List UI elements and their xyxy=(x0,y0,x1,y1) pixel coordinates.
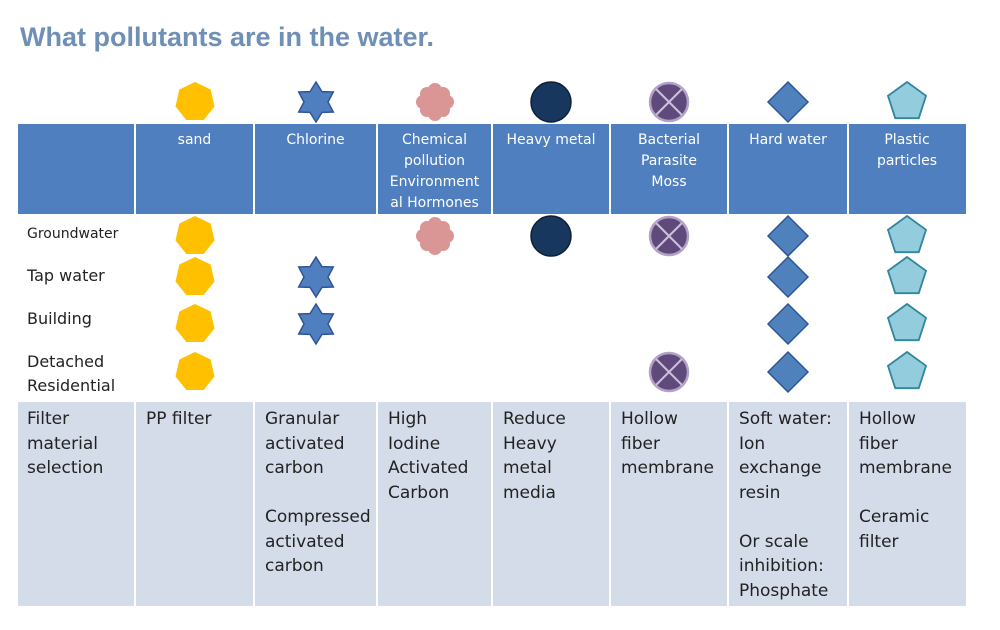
x-circle-icon xyxy=(647,80,691,124)
pentagon-icon xyxy=(885,350,929,394)
filter-cell-chlorine: Granular activated carbon Compressed act… xyxy=(265,409,371,576)
filter-cell-sand: PP filter xyxy=(146,409,212,429)
star-icon xyxy=(294,255,338,299)
filter-cell-chemical: High Iodine Activated Carbon xyxy=(388,409,469,503)
filter-cell-heavy: Reduce Heavy metal media xyxy=(503,409,566,503)
column-divider xyxy=(727,402,729,606)
column-divider xyxy=(134,124,136,214)
column-divider xyxy=(727,124,729,214)
diamond-icon xyxy=(766,80,810,124)
diamond-icon xyxy=(766,302,810,346)
column-divider xyxy=(609,124,611,214)
blob-icon xyxy=(413,214,457,258)
filter-cell-plastic: Hollow fiber membrane Ceramic filter xyxy=(859,409,953,552)
column-header-chemical: Chemical pollution Environment al Hormon… xyxy=(389,132,480,211)
column-header-heavy: Heavy metal xyxy=(506,132,596,148)
column-divider xyxy=(491,124,493,214)
heptagon-icon xyxy=(173,80,217,124)
column-header-hard: Hard water xyxy=(749,132,827,148)
pentagon-icon xyxy=(885,255,929,299)
filter-cell-bacterial: Hollow fiber membrane xyxy=(621,409,715,478)
diamond-icon xyxy=(766,214,810,258)
column-divider xyxy=(609,402,611,606)
column-header-sand: sand xyxy=(177,132,212,148)
column-divider xyxy=(847,124,849,214)
column-divider xyxy=(376,124,378,214)
heptagon-icon xyxy=(173,214,217,258)
column-divider xyxy=(134,402,136,606)
column-header-chlorine: Chlorine xyxy=(286,132,345,148)
diamond-icon xyxy=(766,350,810,394)
star-icon xyxy=(294,302,338,346)
circle-icon xyxy=(529,214,573,258)
column-header-bacterial: Bacterial Parasite Moss xyxy=(637,132,701,190)
column-divider xyxy=(376,402,378,606)
column-header-plastic: Plastic particles xyxy=(876,132,938,169)
diamond-icon xyxy=(766,255,810,299)
circle-icon xyxy=(529,80,573,124)
heptagon-icon xyxy=(173,350,217,394)
column-divider xyxy=(491,402,493,606)
pentagon-icon xyxy=(885,302,929,346)
pentagon-icon xyxy=(885,80,929,124)
column-divider xyxy=(253,124,255,214)
blob-icon xyxy=(413,80,457,124)
heptagon-icon xyxy=(173,302,217,346)
filter-row-label: Filter material selection xyxy=(27,409,104,478)
page-title: What pollutants are in the water. xyxy=(20,22,435,52)
row-label: Tap water xyxy=(27,266,105,285)
x-circle-icon xyxy=(647,350,691,394)
filter-cell-hard: Soft water: Ion exchange resin Or scale … xyxy=(739,409,832,601)
x-circle-icon xyxy=(647,214,691,258)
column-divider xyxy=(253,402,255,606)
row-label: Building xyxy=(27,309,92,328)
heptagon-icon xyxy=(173,255,217,299)
row-label: Groundwater xyxy=(27,226,119,242)
column-divider xyxy=(847,402,849,606)
star-icon xyxy=(294,80,338,124)
pentagon-icon xyxy=(885,214,929,258)
row-label: Detached Residential xyxy=(27,352,116,395)
